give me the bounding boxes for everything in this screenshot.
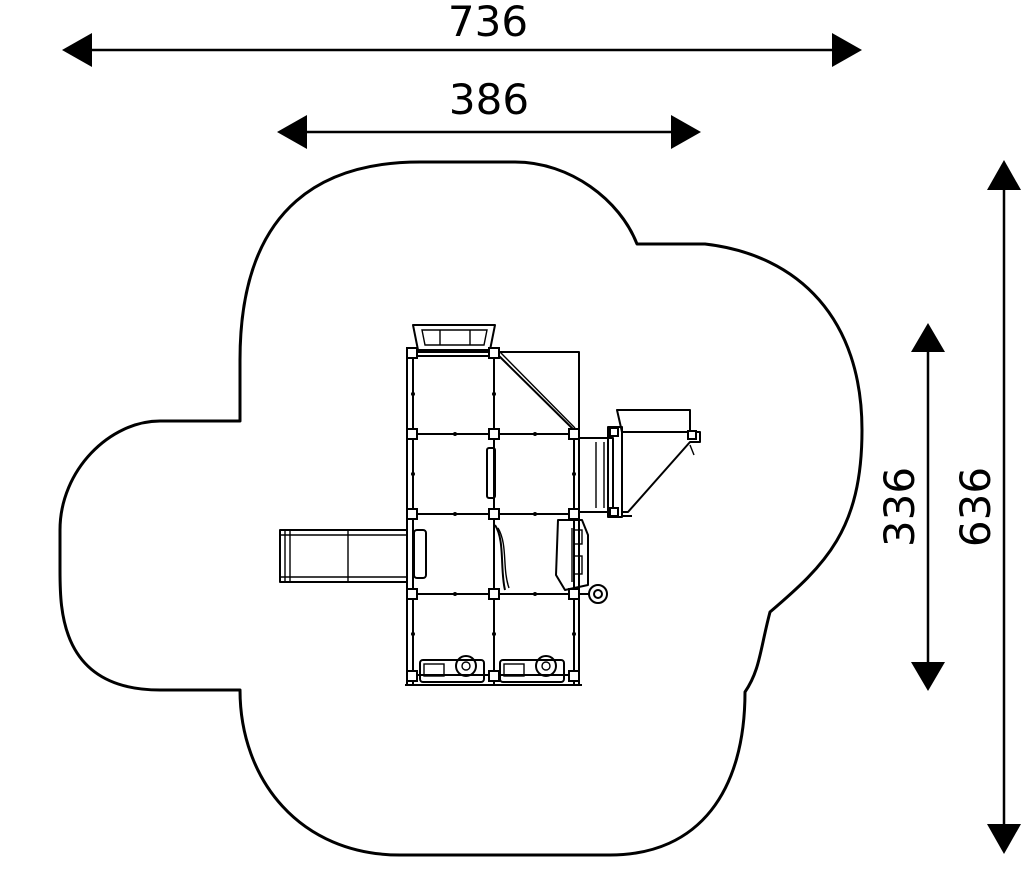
safety-zone-outline (58, 160, 864, 857)
dimension-structure-width: 386 (277, 75, 701, 149)
side-platform (578, 409, 701, 518)
dimension-structure-depth-label: 336 (875, 467, 924, 547)
dimension-overall-depth: 636 (951, 160, 1021, 854)
slide (279, 529, 408, 583)
frame-bolts (411, 392, 576, 636)
posts (406, 347, 580, 682)
dimension-overall-width: 736 (62, 0, 862, 67)
steering-wheel (579, 584, 608, 604)
panels (413, 447, 589, 591)
dimension-overall-width-label: 736 (448, 0, 528, 46)
bottom-panels (405, 655, 582, 686)
dimension-structure-depth: 336 (875, 323, 945, 691)
play-structure (279, 324, 701, 686)
roof-panel (412, 324, 496, 351)
dimension-structure-width-label: 386 (449, 75, 529, 124)
dimension-overall-depth-label: 636 (951, 467, 1000, 547)
